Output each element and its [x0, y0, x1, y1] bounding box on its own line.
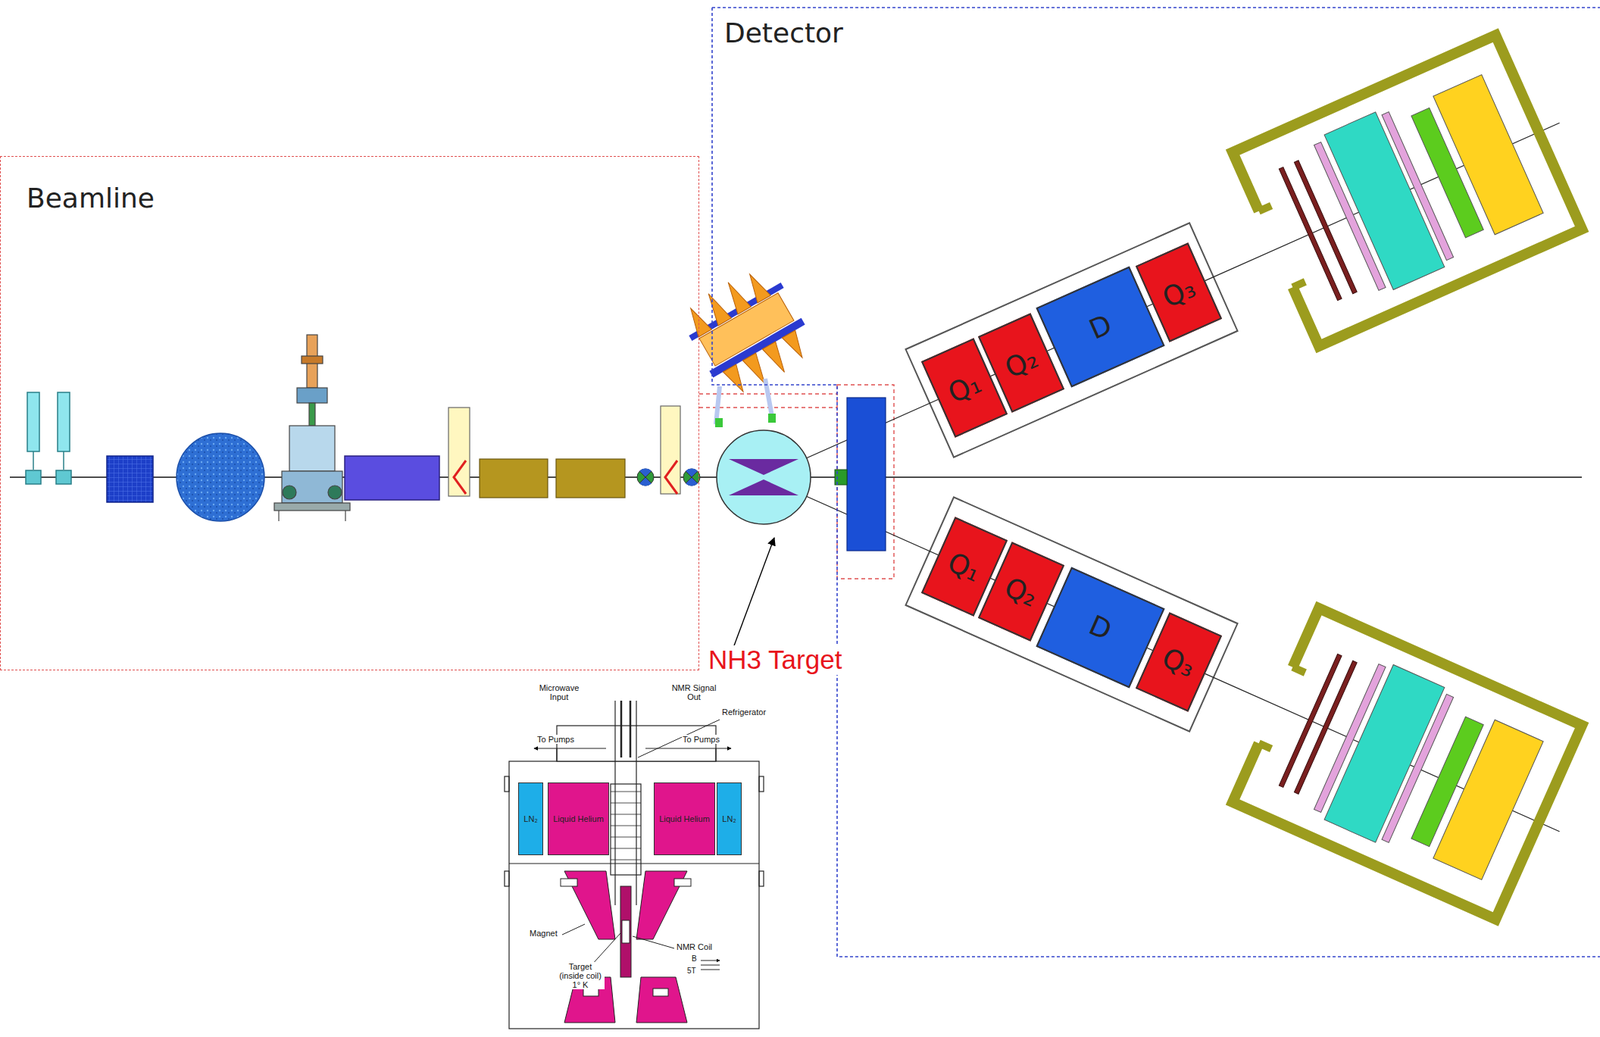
nitrogen-tank: LN₂ — [716, 782, 742, 856]
part-label: Magnet — [528, 928, 559, 938]
pump-label: To Pumps — [536, 734, 575, 744]
magnet-label: Q₃ — [1157, 641, 1200, 684]
target-label: NH3 Target — [707, 645, 843, 675]
nitrogen-tank: LN₂ — [518, 782, 544, 856]
field-label: 5T — [686, 966, 697, 975]
magnet-label: D — [1084, 609, 1117, 647]
helium-tank: Liquid Helium — [547, 782, 610, 856]
magnet-label: LN₂ — [721, 814, 736, 824]
port-label: NMR Signal Out — [665, 683, 723, 702]
magnet-label: Q₂ — [1000, 341, 1043, 384]
magnet-label: Q₁ — [943, 367, 986, 410]
port-label: Microwave Input — [530, 683, 588, 702]
dashed-outline — [712, 7, 1600, 957]
magnet-label: D — [1084, 309, 1117, 347]
region-outline — [711, 6, 1600, 958]
beamline-region: Beamline — [0, 156, 700, 671]
part-label: Refrigerator — [721, 707, 767, 717]
magnet-label: Q₁ — [943, 546, 986, 588]
magnet-label: Liquid Helium — [659, 814, 710, 824]
detector-region: DetectorQ₁ Q₂ D Q₃ Q₁ Q₂ D Q₃ — [711, 6, 1600, 958]
pump-label: To Pumps — [681, 734, 721, 744]
field-label: B — [690, 954, 698, 963]
magnet-label: Q₂ — [1000, 571, 1043, 613]
helium-tank: Liquid Helium — [653, 782, 716, 856]
region-title: Beamline — [26, 182, 699, 214]
magnet-label: Q₃ — [1157, 271, 1200, 314]
part-label: NMR Coil — [675, 942, 713, 952]
magnet-label: LN₂ — [523, 814, 538, 824]
magnet-label: Liquid Helium — [553, 814, 604, 824]
part-label: Target (inside coil) 1° K — [556, 962, 605, 990]
region-title: Detector — [724, 17, 1600, 49]
